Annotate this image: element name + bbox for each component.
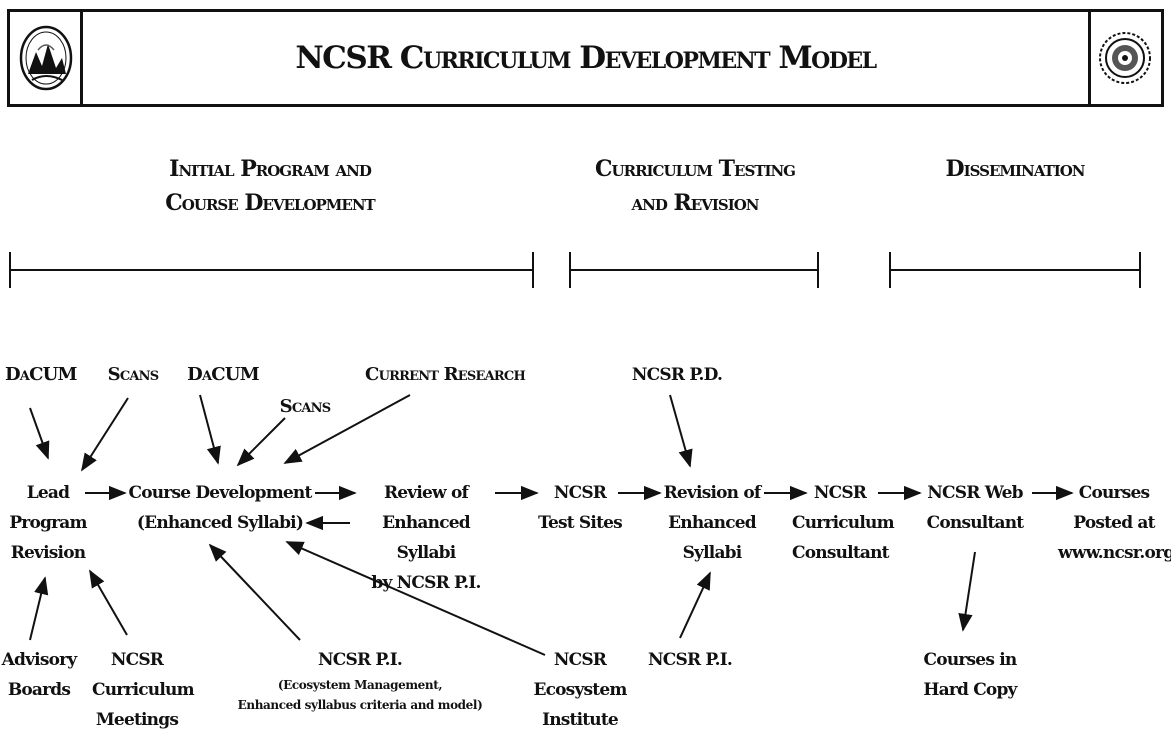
node-ncsr-pi-1-title: NCSR P.I.	[318, 650, 403, 670]
node-scans-1: Scans	[107, 364, 160, 385]
arrow-advisory-to-lead	[29, 576, 49, 641]
node-current-research: Current Research	[365, 364, 526, 385]
node-review-enhanced-syllabi: Review of Enhanced Syllabi by NCSR P.I.	[371, 483, 481, 593]
node-dacum-1: DaCUM	[5, 364, 77, 385]
arrow-research-to-course	[283, 394, 411, 464]
phase-span-dissemination	[889, 252, 1141, 288]
arrow-pd-to-revision	[669, 394, 693, 468]
page-title: NCSR Curriculum Development Model	[295, 40, 877, 76]
node-ncsr-ecosystem-institute: NCSR Ecosystem Institute	[533, 650, 627, 730]
arrow-meetings-to-lead	[89, 569, 128, 636]
node-ncsr-curriculum-meetings: NCSR Curriculum Meetings	[92, 650, 195, 730]
node-ncsr-web-consultant: NCSR Web Consultant	[926, 483, 1025, 533]
banner-divider-left	[80, 12, 83, 104]
regional-seal-logo	[19, 25, 73, 91]
node-ncsr-test-sites: NCSR Test Sites	[538, 483, 623, 533]
node-advisory-boards: Advisory Boards	[1, 650, 78, 700]
node-courses-posted: Courses Posted at www.ncsr.org	[1058, 483, 1171, 563]
node-ncsr-curriculum-consultant: NCSR Curriculum Consultant	[792, 483, 895, 563]
node-ncsr-pi-1-detail: (Ecosystem Management, Enhanced syllabus…	[237, 678, 483, 712]
banner-divider-right	[1088, 12, 1091, 104]
arrow-pi2-to-revision	[679, 571, 711, 639]
title-banner: NCSR Curriculum Development Model	[7, 9, 1164, 107]
phase-span-testing	[569, 252, 819, 288]
node-courses-hard-copy: Courses in Hard Copy	[923, 650, 1017, 700]
ncsr-seal-logo	[1099, 32, 1151, 84]
node-dacum-2: DaCUM	[187, 364, 259, 385]
node-ncsr-pd: NCSR P.D.	[631, 365, 723, 385]
arrow-pi1-to-course	[208, 543, 301, 641]
phase-initial-development: Initial Program and Course Development	[165, 156, 375, 216]
node-lead-program-revision: Lead Program Revision	[9, 483, 87, 563]
node-course-development: Course Development (Enhanced Syllabi)	[128, 483, 312, 533]
arrow-webconsultant-to-hardcopy	[958, 551, 976, 632]
arrow-dacum1-to-lead	[29, 407, 50, 460]
node-ncsr-pi-1: NCSR P.I. (Ecosystem Management, Enhance…	[215, 645, 505, 715]
node-scans-2: Scans	[279, 396, 332, 417]
arrow-institute-to-course	[285, 541, 546, 656]
phase-dissemination: Dissemination	[945, 156, 1086, 182]
arrow-scans1-to-lead	[81, 397, 129, 472]
arrow-dacum2-to-course	[199, 394, 221, 465]
node-ncsr-pi-2: NCSR P.I.	[648, 650, 733, 670]
phase-testing-revision: Curriculum Testing and Revision	[595, 156, 796, 216]
arrow-scans2-to-course	[236, 417, 286, 467]
node-revision-enhanced-syllabi: Revision of Enhanced Syllabi	[663, 483, 762, 563]
phase-span-initial	[9, 252, 534, 288]
